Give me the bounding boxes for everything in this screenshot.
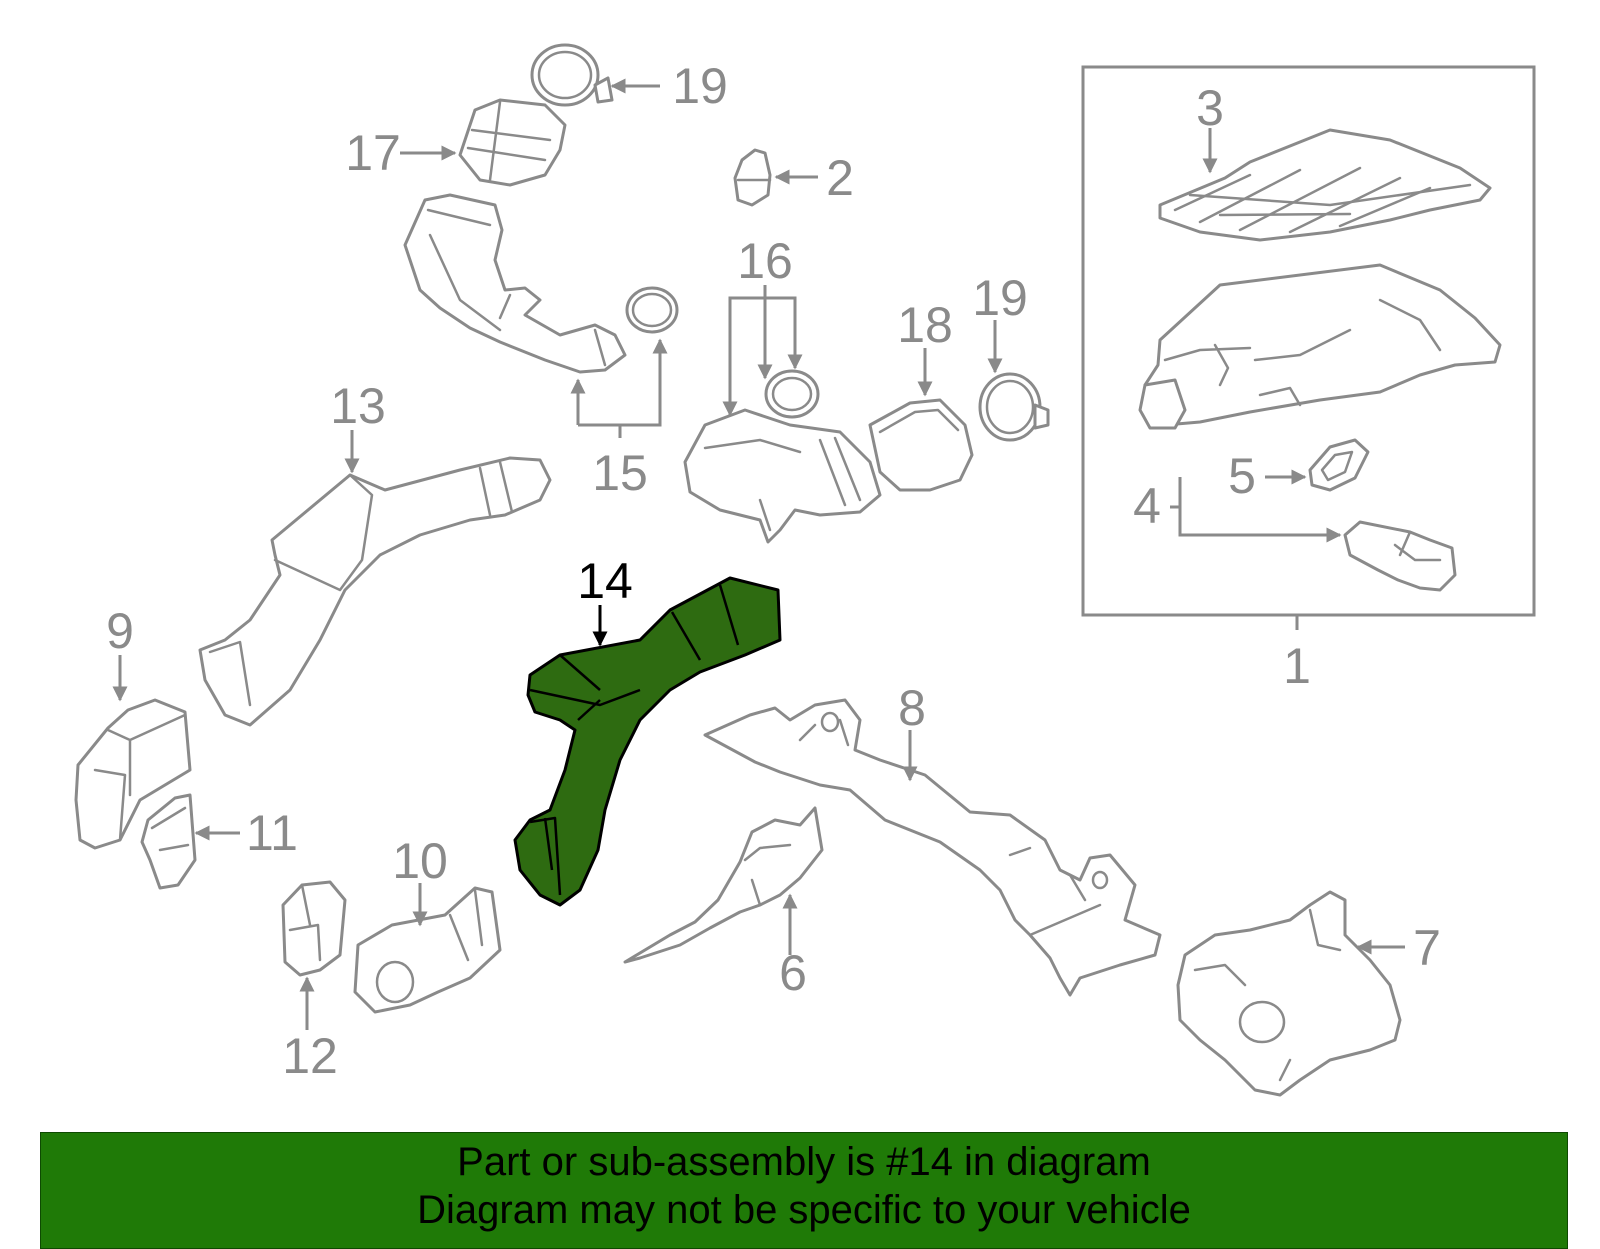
callout-6: 6: [779, 945, 807, 1001]
part-19-clamp-right: 19: [972, 270, 1050, 442]
parts-diagram: 1 3 5 4 19 17: [74, 43, 1536, 1097]
part-18-seal: 18: [868, 297, 974, 492]
part-15-intake-duct: 15: [403, 193, 679, 501]
callout-5: 5: [1228, 448, 1256, 504]
callout-17: 17: [345, 125, 401, 181]
callout-15: 15: [592, 445, 648, 501]
part-16-duct-and-seal: 16: [683, 233, 882, 544]
part-11-clip: 11: [140, 793, 298, 890]
info-banner: Part or sub-assembly is #14 in diagram D…: [40, 1132, 1568, 1249]
part-12-clip: 12: [281, 880, 347, 1084]
callout-1: 1: [1283, 638, 1311, 694]
part-19-clamp-top: 19: [530, 43, 728, 114]
callout-7: 7: [1413, 920, 1441, 976]
banner-line-2: Diagram may not be specific to your vehi…: [417, 1188, 1191, 1232]
callout-19-right: 19: [972, 270, 1028, 326]
callout-10: 10: [392, 833, 448, 889]
part-14-shape: [513, 576, 782, 907]
assembly-box-part-1: 1: [1081, 65, 1536, 694]
part-2-nut: 2: [733, 148, 854, 207]
part-6-bracket: 6: [623, 806, 824, 1001]
part-4-sensor: 4: [1133, 477, 1457, 592]
part-9-bracket: 9: [74, 603, 192, 850]
part-8-bracket: 8: [703, 680, 1162, 997]
callout-14: 14: [577, 553, 633, 609]
callout-19-top: 19: [672, 58, 728, 114]
part-14-air-duct-highlighted: 14: [513, 553, 782, 907]
callout-8: 8: [898, 680, 926, 736]
part-5-grommet: 5: [1228, 438, 1370, 504]
part-3-air-filter-cover: 3: [1158, 80, 1492, 242]
callout-9: 9: [106, 603, 134, 659]
callout-3: 3: [1196, 80, 1224, 136]
part-17-hose: 17: [345, 98, 567, 187]
callout-18: 18: [897, 297, 953, 353]
callout-12: 12: [282, 1028, 338, 1084]
part-10-duct-end: 10: [353, 833, 502, 1014]
callout-4: 4: [1133, 478, 1161, 534]
callout-2: 2: [826, 150, 854, 206]
callout-11: 11: [246, 805, 298, 861]
callout-13: 13: [330, 378, 386, 434]
part-13-air-duct: 13: [198, 378, 552, 727]
banner-line-1: Part or sub-assembly is #14 in diagram: [457, 1140, 1151, 1184]
air-cleaner-housing: [1138, 263, 1502, 430]
part-7-shield: 7: [1176, 890, 1441, 1097]
callout-16: 16: [737, 233, 793, 289]
